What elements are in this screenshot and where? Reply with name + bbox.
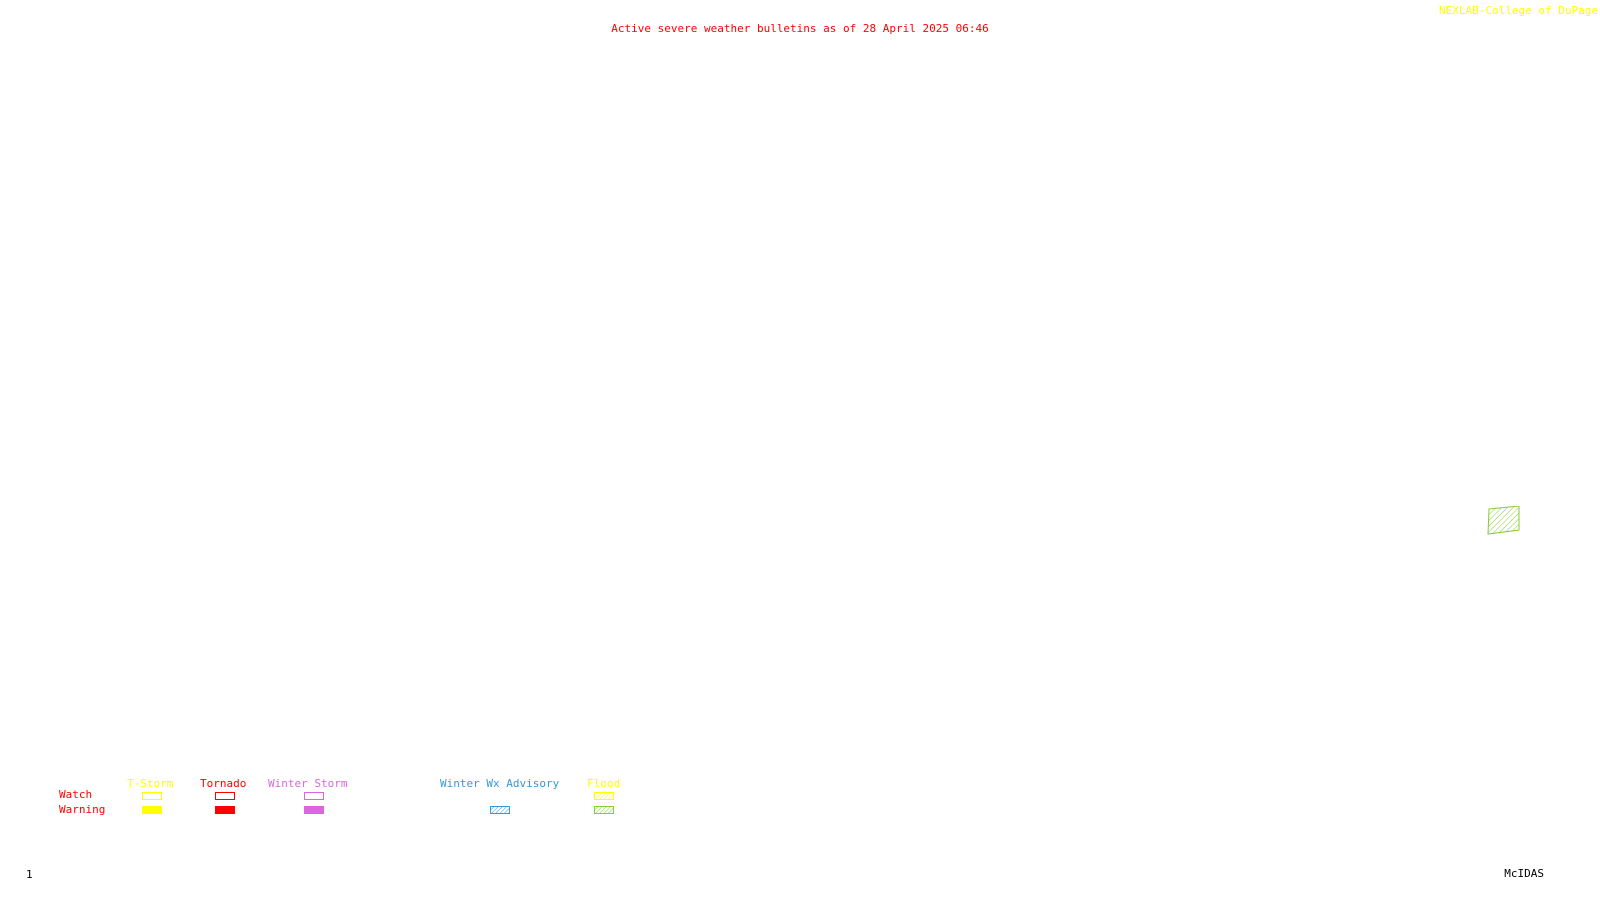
legend-winter-storm-label: Winter Storm (268, 777, 348, 790)
flood-warning-area (1487, 506, 1520, 535)
legend-tstorm-label: T-Storm (127, 777, 174, 790)
legend-warning-label: Warning (59, 803, 106, 816)
legend-flood-label: Flood (587, 777, 621, 790)
frame-number: 1 (26, 868, 33, 881)
legend-tornado-label: Tornado (200, 777, 247, 790)
winter-wx-advisory-warning-swatch (490, 806, 510, 814)
tstorm-warning-swatch (142, 806, 162, 814)
mcidas-label: McIDAS (1504, 867, 1544, 880)
flood-warning-swatch (594, 806, 614, 814)
legend-watch-label: Watch (59, 788, 93, 801)
bulletin-title: Active severe weather bulletins as of 28… (611, 22, 989, 35)
tornado-watch-swatch (215, 792, 235, 800)
flood-watch-swatch (594, 792, 614, 800)
legend-winter-wx-advisory-label: Winter Wx Advisory (440, 777, 560, 790)
tstorm-watch-swatch (142, 792, 162, 800)
tornado-warning-swatch (215, 806, 235, 814)
winter-storm-watch-swatch (304, 792, 324, 800)
winter-storm-warning-swatch (304, 806, 324, 814)
credit-label: NEXLAB-College of DuPage (1439, 4, 1598, 17)
